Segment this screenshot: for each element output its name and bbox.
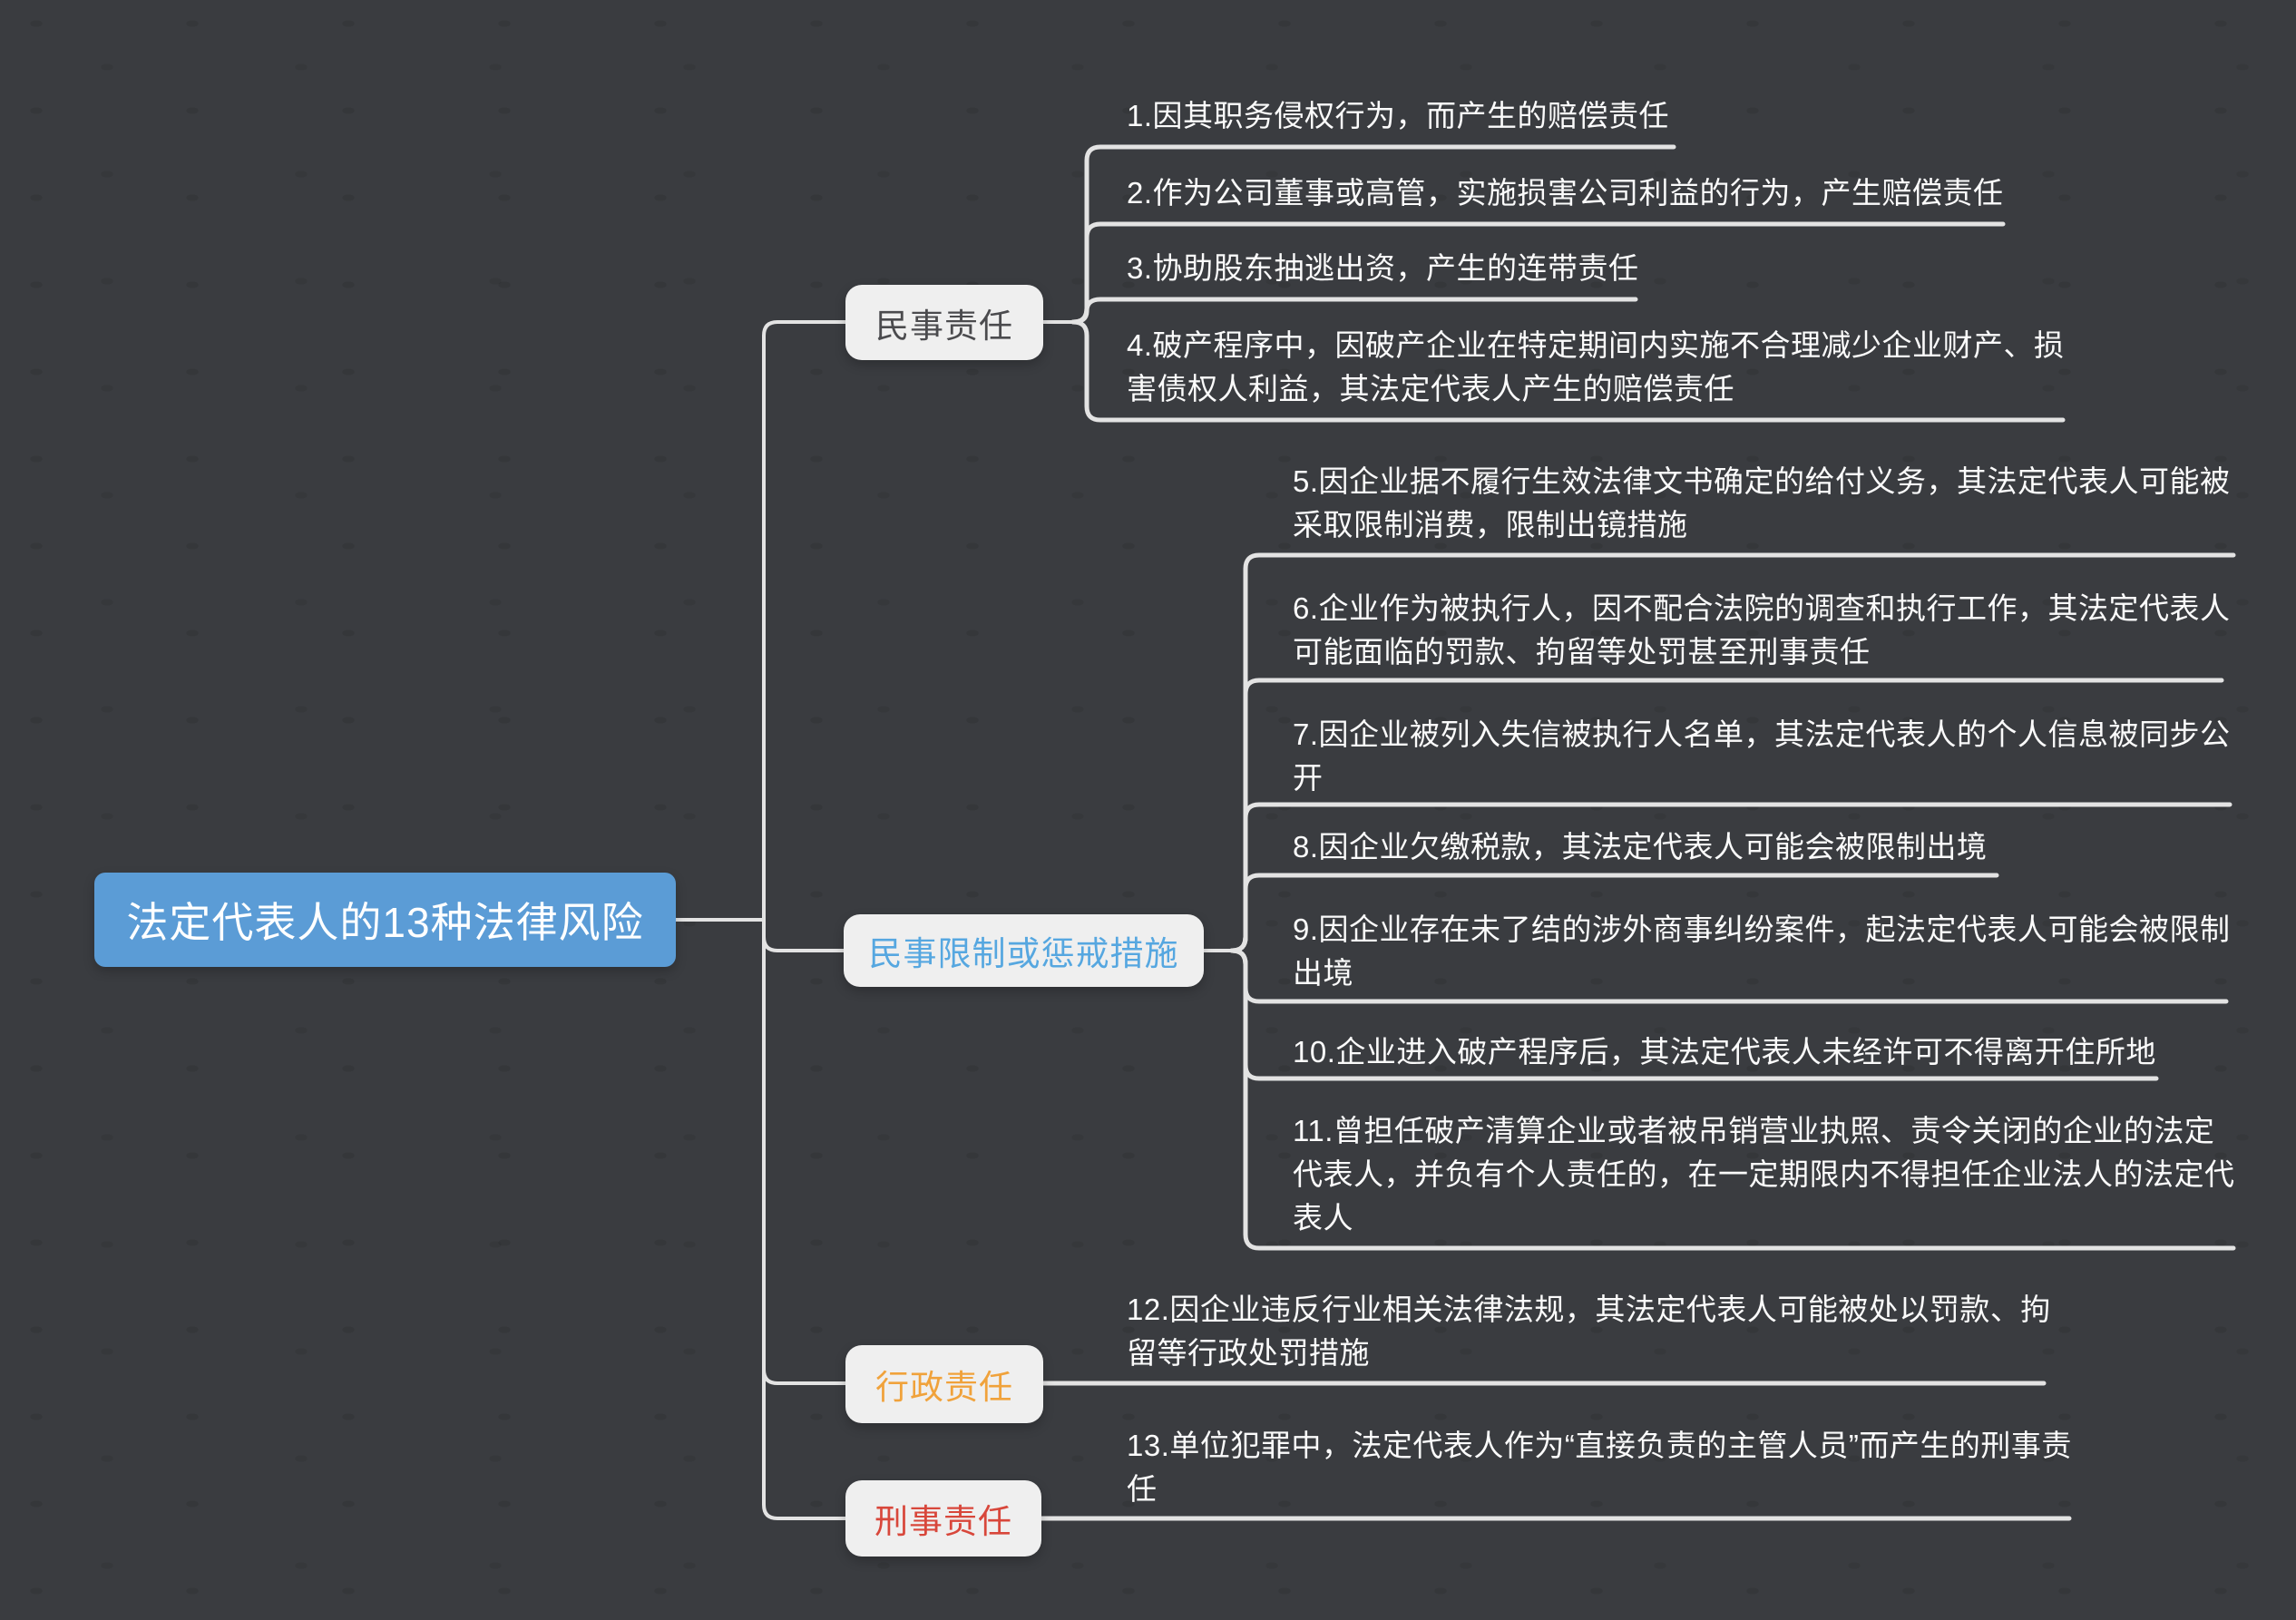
connector-leaf-8 — [1229, 873, 1999, 953]
root-topic-label: 法定代表人的13种法律风险 — [126, 899, 644, 946]
leaf-item-3[interactable]: 3.协助股东抽逃出资，产生的连带责任 — [1127, 251, 1639, 285]
leaf-item-12[interactable]: 12.因企业违反行业相关法律法规，其法定代表人可能被处以罚款、拘 留等行政处罚措… — [1127, 1293, 2051, 1370]
branch-civil-liability[interactable]: 民事责任 — [845, 285, 1043, 360]
branch-administrative-liability-label: 行政责任 — [875, 1369, 1013, 1406]
branch-administrative-liability[interactable]: 行政责任 — [845, 1345, 1043, 1423]
connector-spine — [762, 320, 850, 1520]
leaf-item-13[interactable]: 13.单位犯罪中，法定代表人作为“直接负责的主管人员”而产生的刑事责 任 — [1127, 1429, 2072, 1506]
branch-civil-liability-label: 民事责任 — [875, 307, 1013, 345]
leaf-item-5[interactable]: 5.因企业据不履行生效法律文书确定的给付义务，其法定代表人可能被 采取限制消费，… — [1293, 464, 2231, 542]
root-topic[interactable]: 法定代表人的13种法律风险 — [94, 873, 676, 967]
branch-criminal-liability-label: 刑事责任 — [874, 1503, 1012, 1540]
leaf-item-10[interactable]: 10.企业进入破产程序后，其法定代表人未经许可不得离开住所地 — [1293, 1035, 2156, 1069]
connector-leaf-4 — [1070, 319, 2066, 423]
connector-branch-civil-restrictions — [762, 935, 845, 952]
leaf-item-11[interactable]: 11.曾担任破产清算企业或者被吊销营业执照、责令关闭的企业的法定 代表人，并负有… — [1293, 1114, 2235, 1235]
connector-leaf-11 — [1229, 948, 2236, 1251]
leaf-item-6[interactable]: 6.企业作为被执行人，因不配合法院的调查和执行工作，其法定代表人 可能面临的罚款… — [1293, 591, 2231, 668]
branch-civil-restrictions[interactable]: 民事限制或惩戒措施 — [844, 914, 1204, 987]
branch-criminal-liability[interactable]: 刑事责任 — [845, 1480, 1041, 1557]
connector-leaf-3 — [1070, 297, 1638, 325]
leaf-item-7[interactable]: 7.因企业被列入失信被执行人名单，其法定代表人的个人信息被同步公 开 — [1293, 717, 2231, 795]
leaf-item-2[interactable]: 2.作为公司董事或高管，实施损害公司利益的行为，产生赔偿责任 — [1127, 176, 2004, 210]
leaf-item-8[interactable]: 8.因企业欠缴税款，其法定代表人可能会被限制出境 — [1293, 830, 1988, 864]
leaf-item-1[interactable]: 1.因其职务侵权行为，而产生的赔偿责任 — [1127, 99, 1670, 132]
leaf-item-4[interactable]: 4.破产程序中，因破产企业在特定期间内实施不合理减少企业财产、损 害债权人利益，… — [1127, 328, 2065, 405]
connector-branch-administrative — [762, 1368, 847, 1385]
leaf-item-9[interactable]: 9.因企业存在未了结的涉外商事纠纷案件，起法定代表人可能会被限制 出境 — [1293, 912, 2231, 990]
branch-civil-restrictions-label: 民事限制或惩戒措施 — [868, 935, 1179, 972]
